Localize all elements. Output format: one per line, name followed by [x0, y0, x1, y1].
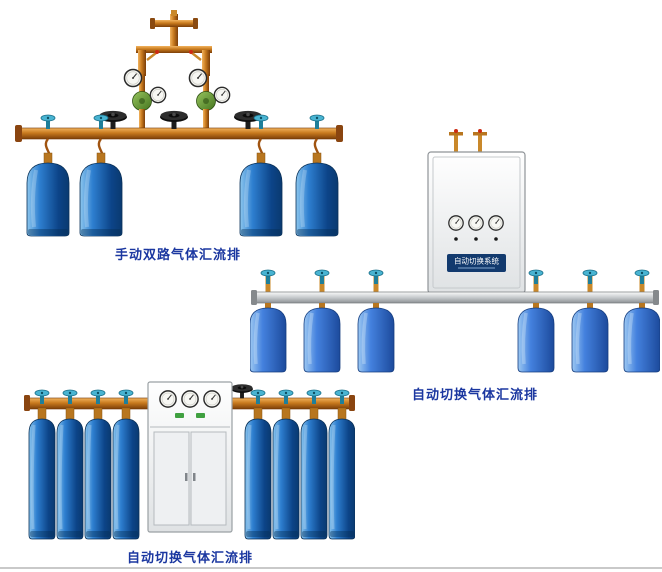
manifold-pipe	[15, 125, 343, 142]
product-caption: 手动双路气体汇流排	[114, 247, 241, 262]
cylinder-station	[356, 303, 396, 374]
cylinder-neck	[309, 407, 319, 421]
pressure-gauge-icon	[448, 215, 464, 231]
auto-switch-manifold-illustration: 自动切换系统	[250, 129, 660, 374]
station-valve-icon	[582, 269, 598, 285]
station-valve-icon	[314, 269, 330, 285]
valve-red-cap-icon	[478, 129, 482, 133]
cylinder-bank-right	[243, 407, 355, 541]
control-cabinet: 自动切换系统	[427, 151, 526, 294]
switch-dot-icon	[454, 237, 458, 241]
handwheel-valve-icon	[160, 110, 188, 129]
gas-cylinder	[111, 417, 141, 541]
cylinder-station	[622, 303, 660, 374]
gas-cylinder	[250, 306, 288, 374]
cabinet-door-right	[190, 431, 227, 526]
cylinder-station	[294, 114, 340, 238]
cylinder-station	[570, 303, 610, 374]
switch-dot-icon	[474, 237, 478, 241]
gas-cylinder	[622, 306, 660, 374]
cabinet-inlet-pipes	[449, 129, 487, 154]
cylinder-neck	[121, 407, 131, 421]
station-valve-icon	[93, 114, 109, 130]
product-auto-switch-manifold-top: 自动切换系统	[250, 126, 660, 404]
cylinder-station	[516, 303, 556, 374]
gas-cylinder	[243, 417, 273, 541]
switch-dot-icon	[494, 237, 498, 241]
manual-dual-manifold-illustration	[15, 10, 343, 238]
product-caption: 自动切换气体汇流排	[411, 387, 538, 402]
inlet-assembly	[136, 10, 212, 76]
cylinder-neck	[93, 407, 103, 421]
indicator-light-icon	[175, 413, 184, 418]
regulator-right	[188, 68, 231, 130]
cylinder-station	[25, 114, 71, 238]
pressure-gauge-icon	[188, 68, 208, 88]
cylinder-neck	[253, 407, 263, 421]
pressure-gauge-icon	[123, 68, 143, 88]
gas-cylinder	[327, 417, 355, 541]
cylinder-neck	[281, 407, 291, 421]
cylinder-station	[238, 114, 284, 238]
cylinder-station	[250, 303, 288, 374]
cylinder-station	[78, 114, 124, 238]
gas-cylinder	[516, 306, 556, 374]
gas-cylinder	[271, 417, 301, 541]
station-valve-icon	[368, 269, 384, 285]
gas-cylinder	[83, 417, 113, 541]
valve-red-cap-icon	[189, 50, 193, 54]
gas-cylinder	[25, 161, 71, 238]
product-auto-switch-manifold-bottom: 自动切换气体汇流排	[15, 375, 355, 567]
pressure-gauge-icon	[159, 390, 177, 408]
pressure-gauge-icon	[213, 86, 231, 104]
pressure-gauge-icon	[488, 215, 504, 231]
gas-cylinder	[299, 417, 329, 541]
gas-cylinder	[78, 161, 124, 238]
pressure-gauge-icon	[149, 86, 167, 104]
auto-switch-manifold-bottom-illustration	[24, 381, 355, 541]
valve-red-cap-icon	[454, 129, 458, 133]
door-handle-icon	[185, 473, 188, 481]
manifold-pipe	[251, 290, 659, 305]
cylinder-neck	[65, 407, 75, 421]
handwheel-valve-icon	[231, 384, 253, 399]
station-valve-icon	[260, 269, 276, 285]
cylinder-neck	[337, 407, 347, 421]
cabinet-label: 自动切换系统	[454, 256, 499, 266]
cylinder-station	[302, 303, 342, 374]
product-manual-dual-manifold: 手动双路气体汇流排	[8, 8, 348, 264]
indicator-light-icon	[196, 413, 205, 418]
gas-cylinder	[570, 306, 610, 374]
regulator-left	[123, 68, 167, 130]
cabinet-door-left	[153, 431, 190, 526]
pressure-gauge-icon	[468, 215, 484, 231]
valve-red-cap-icon	[155, 50, 159, 54]
pressure-gauge-icon	[203, 390, 221, 408]
door-handle-icon	[193, 473, 196, 481]
cylinder-neck	[37, 407, 47, 421]
station-fittings	[260, 269, 650, 293]
control-cabinet	[147, 381, 233, 533]
gas-cylinder	[356, 306, 396, 374]
product-caption: 自动切换气体汇流排	[126, 550, 253, 565]
gas-cylinder	[27, 417, 57, 541]
cylinder-bank-left	[27, 407, 141, 541]
station-valve-icon	[634, 269, 650, 285]
gas-cylinder	[55, 417, 85, 541]
station-valve-icon	[40, 114, 56, 130]
station-valve-icon	[528, 269, 544, 285]
gas-cylinder	[302, 306, 342, 374]
page-bottom-border	[0, 567, 662, 569]
pressure-gauge-icon	[181, 390, 199, 408]
